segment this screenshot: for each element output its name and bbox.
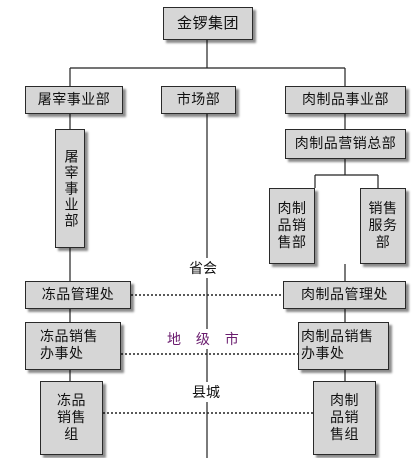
level-label-county: 县城 [189, 382, 223, 402]
meat-sales-group-node: 肉制品销售组 [313, 381, 376, 455]
frozen-sales-office-node: 冻品销售办事处 [25, 322, 121, 370]
meat-sales-department-label: 肉制品销售部 [277, 200, 307, 251]
meat-sales-group-label: 肉制品销售组 [330, 392, 359, 443]
meat-sales-office-label: 肉制品销售办事处 [301, 329, 374, 362]
group-node: 金锣集团 [163, 7, 253, 40]
level-label-province: 省会 [186, 258, 220, 278]
market-department-node: 市场部 [161, 86, 236, 114]
frozen-management-node: 冻品管理处 [25, 281, 131, 309]
meat-sales-office-node: 肉制品销售办事处 [298, 322, 389, 370]
slaughter-division-node: 屠宰事业部 [25, 86, 123, 114]
meat-management-node: 肉制品管理处 [283, 281, 406, 309]
sales-service-department-node: 销售服务部 [360, 188, 406, 264]
frozen-sales-group-node: 冻品销售组 [40, 381, 103, 455]
meat-sales-department-node: 肉制品销售部 [269, 188, 315, 264]
slaughter-division-vertical-label: 屠宰事业部 [62, 148, 79, 229]
slaughter-division-vertical-node: 屠宰事业部 [55, 129, 85, 248]
frozen-sales-office-label: 冻品销售办事处 [40, 329, 98, 362]
frozen-sales-group-label: 冻品销售组 [57, 392, 86, 443]
level-label-prefecture: 地 级 市 [164, 329, 244, 349]
meat-marketing-hq-node: 肉制品营销总部 [285, 129, 406, 159]
meat-division-node: 肉制品事业部 [285, 86, 406, 114]
sales-service-department-label: 销售服务部 [368, 200, 398, 251]
